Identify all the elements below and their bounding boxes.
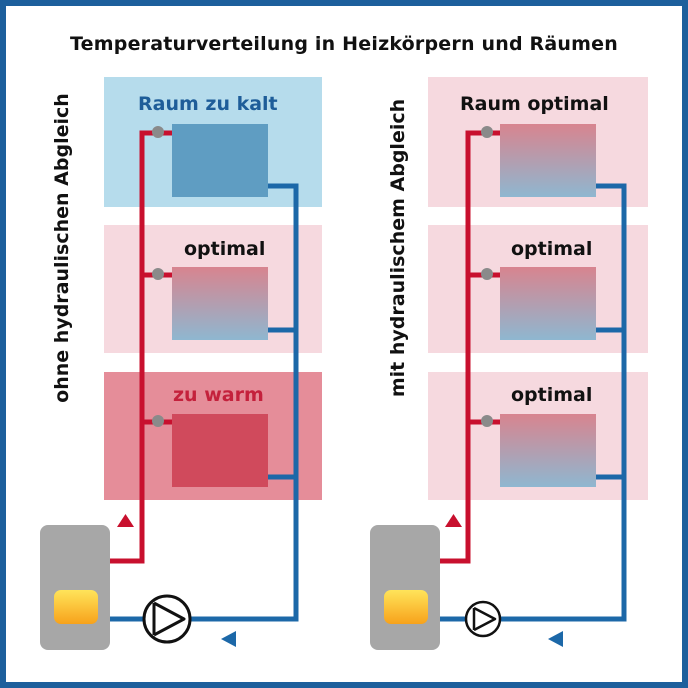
left-radiator-1	[172, 124, 268, 197]
right-boiler	[370, 525, 440, 650]
left-radiator-2	[172, 267, 268, 340]
valves	[152, 126, 493, 427]
triangle-left-icon	[548, 631, 563, 647]
left-return-pipe	[110, 183, 299, 622]
left-valve-2	[152, 268, 164, 280]
right-valve-1	[481, 126, 493, 138]
right-room-2-label: optimal	[511, 238, 593, 260]
triangle-up-icon	[117, 514, 134, 527]
left-room-1-label: Raum zu kalt	[138, 93, 278, 115]
triangle-left-icon	[221, 631, 236, 647]
right-room-3-label: optimal	[511, 384, 593, 406]
left-valve-3	[152, 415, 164, 427]
right-boiler-flame	[384, 590, 428, 624]
right-room-1-label: Raum optimal	[460, 93, 609, 115]
triangle-up-icon	[445, 514, 462, 527]
left-boiler	[40, 525, 110, 650]
left-radiator-3	[172, 414, 268, 487]
right-return-pipe	[440, 183, 627, 622]
left-valve-1	[152, 126, 164, 138]
left-room-2-label: optimal	[184, 238, 266, 260]
right-radiator-2	[500, 267, 596, 340]
diagram-title: Temperaturverteilung in Heizkörpern und …	[70, 33, 618, 55]
right-radiator-1	[500, 124, 596, 197]
right-valve-2	[481, 268, 493, 280]
left-room-3-label: zu warm	[173, 384, 264, 406]
left-boiler-flame	[54, 590, 98, 624]
right-valve-3	[481, 415, 493, 427]
pump-icon	[142, 594, 192, 644]
right-radiator-3	[500, 414, 596, 487]
pump-icon	[464, 600, 502, 638]
